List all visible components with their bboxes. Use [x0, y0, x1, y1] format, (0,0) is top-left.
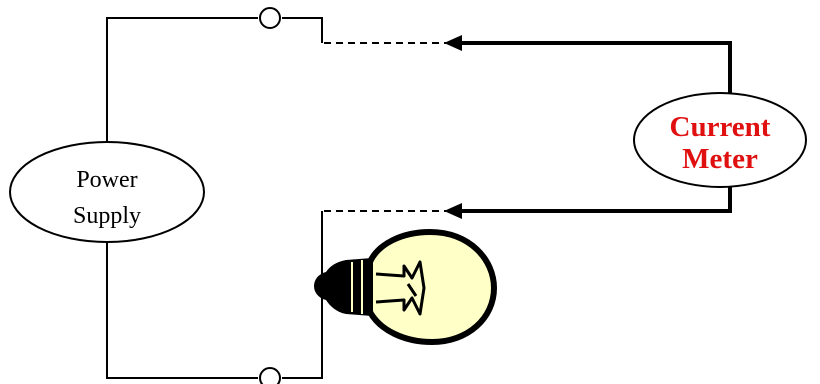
- bottom-circuit-wire: [106, 210, 446, 379]
- top-circuit-wire: [106, 17, 446, 152]
- power-supply: Power Supply: [9, 141, 205, 243]
- bulb-glass: [367, 229, 497, 345]
- current-meter-label-line1: Current: [670, 111, 771, 143]
- current-meter-ellipse: [633, 92, 807, 188]
- bulb-base: [314, 258, 372, 316]
- bulb-filament: [375, 260, 426, 316]
- power-supply-ellipse: [9, 141, 205, 243]
- power-supply-label-line1: Power: [76, 167, 137, 193]
- arrow-left-icon: [444, 35, 462, 51]
- meter-lead-top: [444, 35, 732, 94]
- bottom-terminal-icon: [259, 367, 281, 384]
- current-meter: Current Meter: [633, 92, 807, 188]
- arrow-left-icon: [444, 203, 462, 219]
- meter-lead-bottom: [444, 186, 732, 219]
- current-meter-label-line2: Meter: [682, 143, 758, 175]
- light-bulb-icon: [314, 229, 497, 345]
- power-supply-label-line2: Supply: [73, 203, 141, 229]
- top-terminal-icon: [259, 7, 281, 29]
